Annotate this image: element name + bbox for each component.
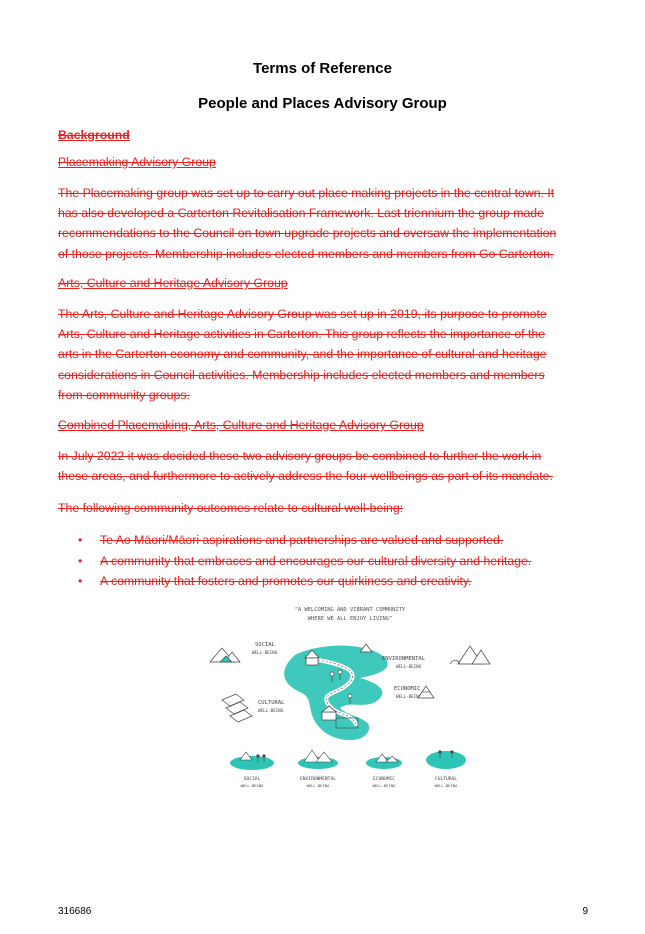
page-title: Terms of Reference: [253, 60, 392, 77]
bottom-environmental-sub: WELL-BEING: [307, 783, 331, 788]
pattern-block: [335, 717, 359, 729]
environmental-icon: [449, 645, 491, 665]
arts-line: Arts, Culture and Heritage activities in…: [58, 327, 546, 342]
bottom-economic-label: ECONOMIC: [373, 776, 395, 782]
bottom-economic-sub: WELL-BEING: [373, 783, 397, 788]
arts-paragraph: The Arts, Culture and Heritage Advisory …: [58, 304, 598, 405]
bullet-icon: •: [78, 553, 83, 568]
social-label: SOCIAL: [255, 642, 276, 648]
economic-vignette: [366, 753, 402, 769]
placemaking-line: of those projects. Membership includes e…: [58, 246, 554, 261]
cultural-vignette: [426, 750, 466, 769]
placemaking-line: has also developed a Carterton Revitalis…: [58, 206, 544, 221]
bottom-social-label: SOCIAL: [244, 776, 261, 782]
bottom-cultural-label: CULTURAL: [435, 776, 457, 782]
bottom-environmental-label: ENVIRONMENTAL: [300, 776, 336, 782]
outcomes-list: • Te Ao Māori/Māori aspirations and partn…: [78, 530, 598, 592]
cultural-icon: [221, 693, 253, 723]
environmental-label-sub: WELL-BEING: [396, 664, 422, 669]
combined-paragraph: In July 2022 it was decided these two ad…: [58, 446, 598, 486]
arts-line: The Arts, Culture and Heritage Advisory …: [58, 307, 547, 321]
social-label-sub: WELL-BEING: [252, 650, 278, 655]
social-vignette: [230, 751, 274, 770]
wellbeing-illustration: “A WELCOMING AND VIBRANT COMMUNITY WHERE…: [209, 607, 491, 788]
economic-icon: [417, 685, 435, 699]
combined-line: In July 2022 it was decided these two ad…: [58, 449, 542, 463]
economic-label: ECONOMIC: [394, 686, 421, 692]
bottom-cultural-sub: WELL-BEING: [435, 783, 459, 788]
illustration-caption-line2: WHERE WE ALL ENJOY LIVING”: [308, 616, 392, 622]
arts-heading: Arts, Culture and Heritage Advisory Grou…: [58, 276, 288, 290]
doc-number: 316686: [58, 906, 92, 917]
bottom-social-sub: WELL-BEING: [241, 783, 265, 788]
list-item: • A community that embraces and encourage…: [78, 551, 598, 572]
placemaking-heading: Placemaking Advisory Group: [58, 155, 216, 169]
placemaking-line: The Placemaking group was set up to carr…: [58, 186, 555, 200]
arts-line: from community groups.: [58, 387, 190, 402]
page-subtitle: People and Places Advisory Group: [198, 95, 447, 112]
list-item: • Te Ao Māori/Māori aspirations and partn…: [78, 530, 598, 551]
bottom-vignettes: [230, 749, 466, 770]
economic-label-sub: WELL-BEING: [396, 694, 422, 699]
background-heading: Background: [58, 128, 130, 142]
list-item-text: A community that fosters and promotes ou…: [100, 574, 472, 588]
cultural-label-sub: WELL-BEING: [258, 708, 284, 713]
placemaking-line: recommendations to the Council on town u…: [58, 226, 557, 241]
arts-line: considerations in Council activities. Me…: [58, 367, 545, 382]
outcomes-intro: The following community outcomes relate …: [58, 501, 404, 515]
cultural-label: CULTURAL: [258, 700, 285, 706]
combined-line: these areas, and furthermore to actively…: [58, 469, 553, 484]
environmental-label: ENVIRONMENTAL: [382, 656, 426, 662]
bullet-icon: •: [78, 574, 83, 588]
bullet-icon: •: [78, 533, 83, 547]
page-number: 9: [582, 906, 588, 917]
social-icon: [209, 647, 241, 663]
placemaking-paragraph: The Placemaking group was set up to carr…: [58, 183, 598, 264]
list-item-text: A community that embraces and encourages…: [100, 553, 532, 568]
list-item-text: Te Ao Māori/Māori aspirations and partne…: [100, 533, 504, 547]
environmental-vignette: [298, 749, 338, 769]
illustration-caption-line1: “A WELCOMING AND VIBRANT COMMUNITY: [295, 607, 406, 613]
list-item: • A community that fosters and promotes o…: [78, 571, 598, 592]
arts-line: arts in the Carterton economy and commun…: [58, 347, 547, 362]
combined-heading: Combined Placemaking, Arts, Culture and …: [58, 418, 424, 432]
